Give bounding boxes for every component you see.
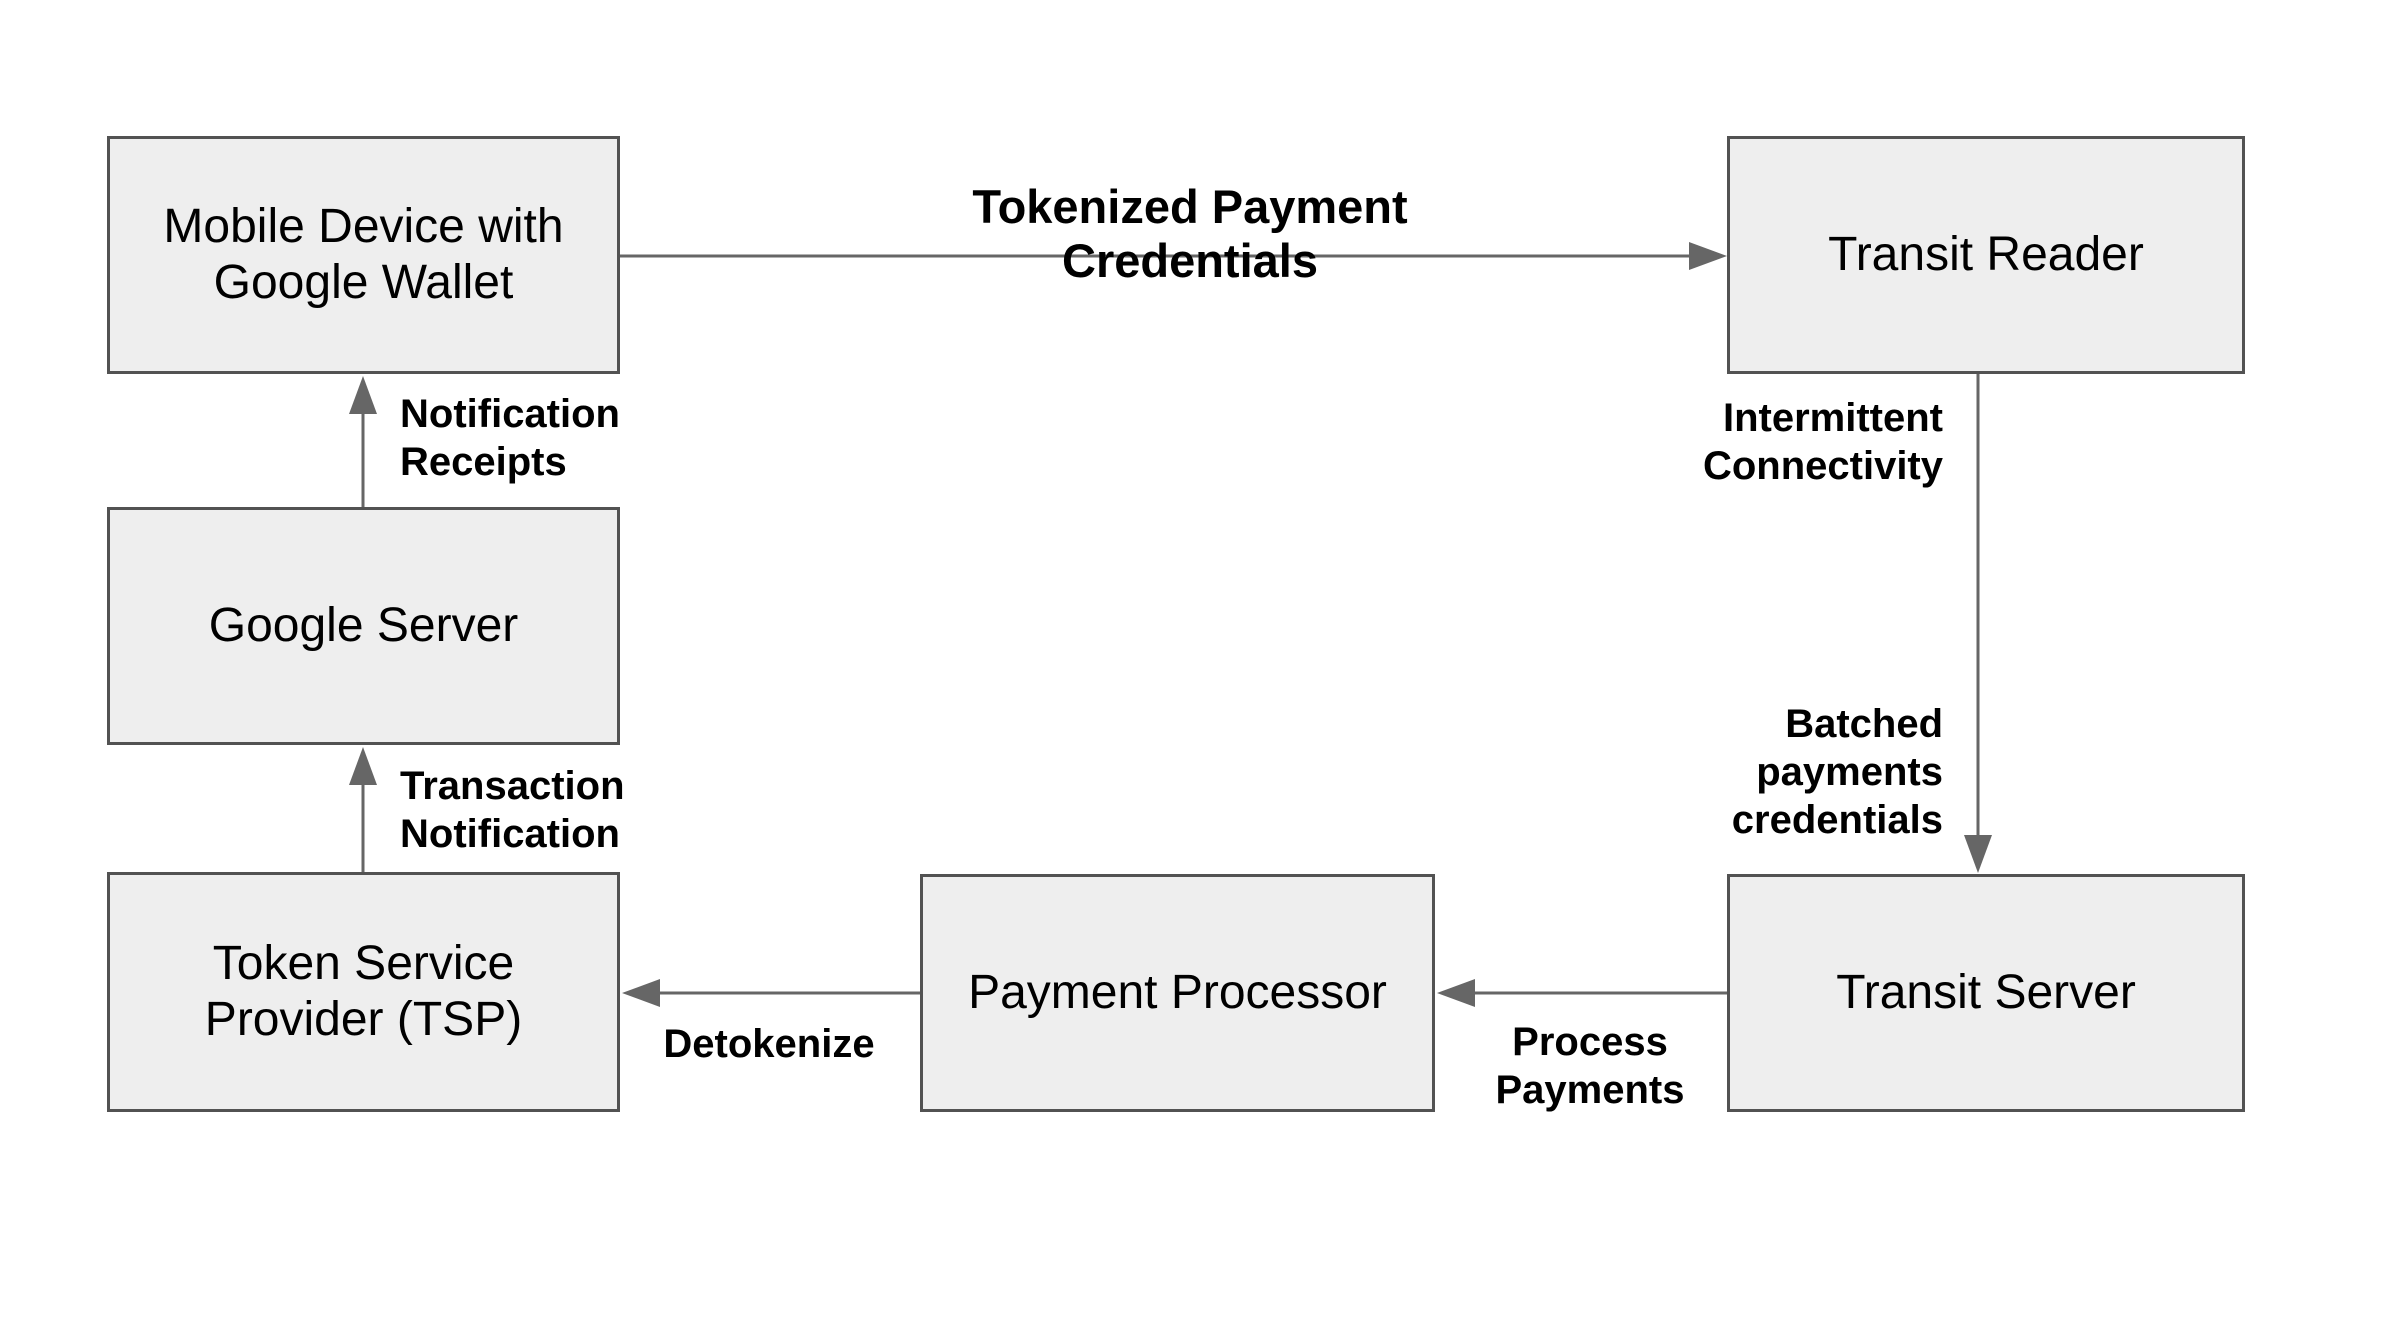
edge-transaction-notification-arrowhead xyxy=(349,747,377,785)
node-transit-server: Transit Server xyxy=(1727,874,2245,1112)
node-google-server: Google Server xyxy=(107,507,620,745)
edge-batched-payments-arrowhead xyxy=(1964,835,1992,873)
node-transit-reader: Transit Reader xyxy=(1727,136,2245,374)
node-payment-processor-label: Payment Processor xyxy=(968,966,1387,1020)
node-transit-reader-label: Transit Reader xyxy=(1828,228,2144,282)
node-token-service-provider-label: Token Service Provider (TSP) xyxy=(204,937,523,1046)
edge-label-notification-receipts: Notification Receipts xyxy=(400,392,620,484)
node-mobile-device-label: Mobile Device with Google Wallet xyxy=(163,200,564,309)
edge-notification-receipts-arrowhead xyxy=(349,376,377,414)
edge-tokenized-arrowhead xyxy=(1689,242,1727,270)
node-payment-processor: Payment Processor xyxy=(920,874,1435,1112)
node-google-server-label: Google Server xyxy=(208,599,519,653)
edge-label-process-payments: Process Payments xyxy=(1495,1020,1685,1112)
edge-label-intermittent-connectivity: Intermittent Connectivity xyxy=(1702,396,1943,488)
edge-detokenize-arrowhead xyxy=(622,979,660,1007)
edge-label-batched-payments-credentials: Batched payments credentials xyxy=(1731,702,1943,842)
node-token-service-provider: Token Service Provider (TSP) xyxy=(107,872,620,1112)
edge-label-tokenized-payment-credentials: Tokenized Payment Credentials xyxy=(972,180,1408,287)
edge-label-transaction-notification: Transaction Notification xyxy=(400,764,625,856)
node-transit-server-label: Transit Server xyxy=(1836,966,2136,1020)
edge-process-payments-arrowhead xyxy=(1437,979,1475,1007)
edge-label-detokenize: Detokenize xyxy=(663,1022,875,1066)
node-mobile-device-with-google-wallet: Mobile Device with Google Wallet xyxy=(107,136,620,374)
